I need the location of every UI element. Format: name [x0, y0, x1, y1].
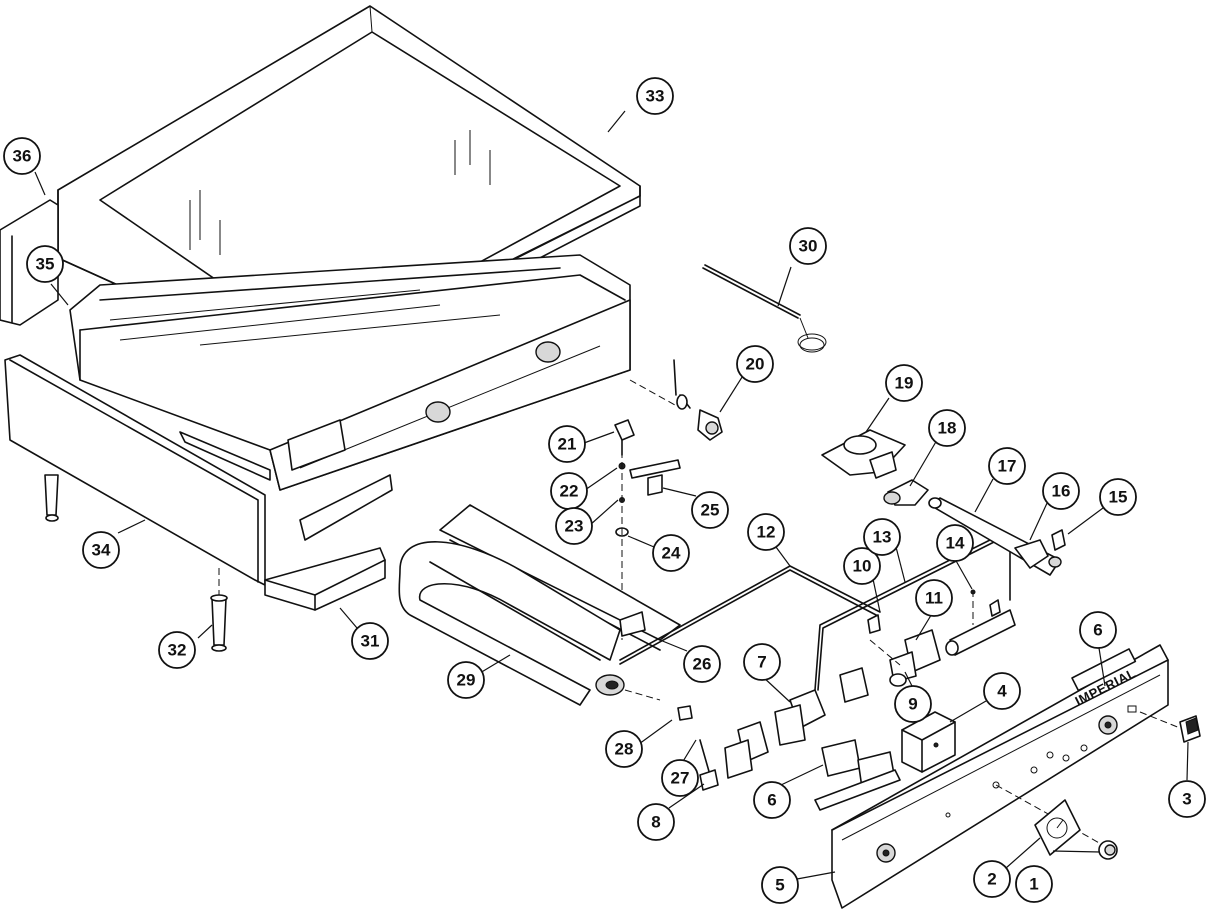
- burner-tube: [398, 541, 661, 706]
- callout-16: 16: [1042, 472, 1080, 510]
- burner-frame: [69, 254, 631, 541]
- callouts: 1 2 3 4 5 6 6 7 8 9 10 11 12 13 14 15 16…: [3, 77, 1206, 904]
- svg-text:30: 30: [799, 237, 818, 256]
- callout-8: 8: [637, 803, 675, 841]
- svg-text:19: 19: [895, 374, 914, 393]
- callout-19: 19: [885, 364, 923, 402]
- callout-24: 24: [652, 534, 690, 572]
- pilot-assembly: [629, 359, 723, 441]
- callout-1: 1: [1015, 865, 1053, 903]
- callout-14: 14: [936, 524, 974, 562]
- svg-text:28: 28: [615, 740, 634, 759]
- svg-text:36: 36: [13, 147, 32, 166]
- callout-30: 30: [789, 227, 827, 265]
- callout-6-valve: 6: [753, 781, 791, 819]
- callout-10: 10: [843, 547, 881, 585]
- svg-text:20: 20: [746, 355, 765, 374]
- callout-12: 12: [747, 513, 785, 551]
- callout-22: 22: [550, 472, 588, 510]
- manifold-fittings: [970, 529, 1066, 625]
- callout-13: 13: [863, 518, 901, 556]
- svg-text:13: 13: [873, 528, 892, 547]
- callout-4: 4: [983, 672, 1021, 710]
- callout-35: 35: [26, 245, 64, 283]
- callout-33: 33: [636, 77, 674, 115]
- thermostat-bulb: [702, 264, 827, 353]
- switch: [1139, 711, 1201, 743]
- callout-17: 17: [988, 447, 1026, 485]
- callout-6-panel: 6: [1079, 611, 1117, 649]
- callout-9: 9: [894, 685, 932, 723]
- callout-7: 7: [743, 643, 781, 681]
- elbow: [883, 479, 929, 506]
- svg-text:9: 9: [908, 695, 917, 714]
- svg-text:12: 12: [757, 523, 776, 542]
- svg-text:1: 1: [1029, 875, 1038, 894]
- svg-text:33: 33: [646, 87, 665, 106]
- svg-text:23: 23: [565, 517, 584, 536]
- callout-27: 27: [661, 759, 699, 797]
- callout-5: 5: [761, 866, 799, 904]
- front-panel: [4, 354, 271, 586]
- svg-text:3: 3: [1182, 790, 1191, 809]
- svg-text:2: 2: [987, 870, 996, 889]
- svg-text:31: 31: [361, 632, 380, 651]
- svg-text:24: 24: [662, 544, 681, 563]
- svg-text:21: 21: [558, 435, 577, 454]
- svg-text:32: 32: [168, 641, 187, 660]
- callout-32: 32: [158, 631, 196, 669]
- svg-text:17: 17: [998, 457, 1017, 476]
- svg-text:6: 6: [1093, 621, 1102, 640]
- svg-text:10: 10: [853, 557, 872, 576]
- pressure-regulator: [821, 429, 906, 479]
- gas-valves: [774, 614, 941, 746]
- callout-31: 31: [351, 622, 389, 660]
- callout-21: 21: [548, 425, 586, 463]
- dial-plate-knob: [1034, 799, 1118, 860]
- lower-valves: [724, 721, 901, 811]
- control-panel: [831, 644, 1169, 909]
- orifice-hood: [629, 459, 681, 496]
- svg-text:7: 7: [757, 653, 766, 672]
- callout-18: 18: [928, 409, 966, 447]
- svg-text:14: 14: [946, 534, 965, 553]
- svg-text:22: 22: [560, 482, 579, 501]
- leg: [210, 568, 228, 652]
- svg-text:35: 35: [36, 255, 55, 274]
- callout-28: 28: [605, 730, 643, 768]
- svg-text:27: 27: [671, 769, 690, 788]
- control-box: [901, 711, 956, 773]
- svg-text:16: 16: [1052, 482, 1071, 501]
- svg-text:4: 4: [997, 682, 1007, 701]
- callout-3: 3: [1168, 780, 1206, 818]
- svg-text:25: 25: [701, 501, 720, 520]
- svg-text:5: 5: [775, 876, 784, 895]
- leader-lines: [34, 110, 1189, 880]
- svg-text:6: 6: [767, 791, 776, 810]
- svg-text:26: 26: [693, 655, 712, 674]
- svg-text:11: 11: [925, 589, 943, 608]
- svg-text:34: 34: [92, 541, 111, 560]
- callout-26: 26: [683, 645, 721, 683]
- svg-text:8: 8: [651, 813, 660, 832]
- svg-text:15: 15: [1109, 488, 1128, 507]
- callout-11: 11: [915, 579, 953, 617]
- callout-34: 34: [82, 531, 120, 569]
- callout-2: 2: [973, 860, 1011, 898]
- callout-36: 36: [3, 137, 41, 175]
- callout-25: 25: [691, 491, 729, 529]
- grease-drawer: [264, 547, 386, 611]
- svg-text:29: 29: [457, 671, 476, 690]
- callout-15: 15: [1099, 478, 1137, 516]
- svg-text:18: 18: [938, 419, 957, 438]
- gas-manifold: [928, 497, 1061, 656]
- callout-23: 23: [555, 507, 593, 545]
- callout-20: 20: [736, 345, 774, 383]
- callout-29: 29: [447, 661, 485, 699]
